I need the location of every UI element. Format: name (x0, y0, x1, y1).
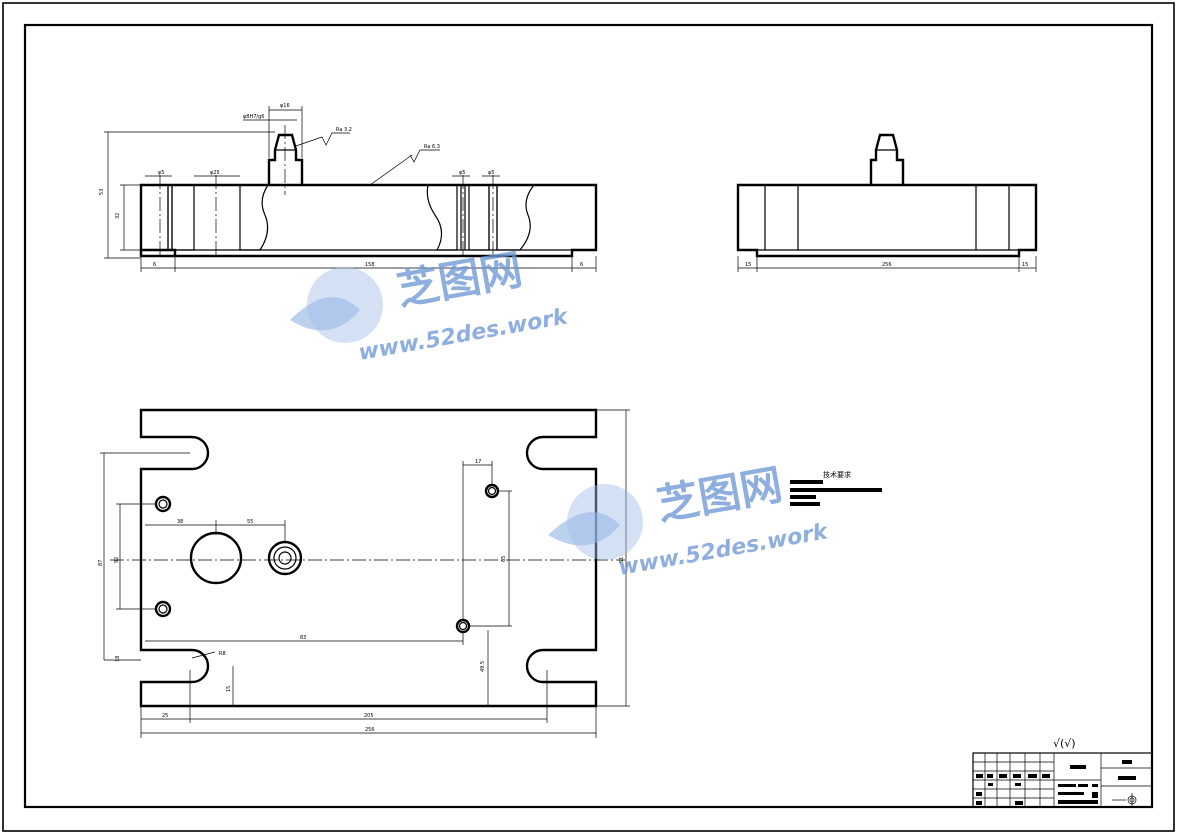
title-block: √(√) (972, 737, 1153, 808)
plan-dim-slot-depth: 15 (226, 686, 232, 692)
dim-hole-right-2: φ5 (488, 170, 494, 176)
plan-dim-a: 38 (177, 519, 183, 525)
dim-hole-small-left: φ5 (158, 170, 164, 176)
plan-dim-f: 49.5 (480, 661, 486, 672)
side-dim-width: 256 (882, 262, 892, 268)
watermark-brand-2: 芝图网 (653, 460, 786, 530)
roughness-symbol: √(√) (1053, 737, 1076, 750)
plan-dim-d: 17 (475, 459, 481, 465)
side-dim-right: 15 (1022, 262, 1028, 268)
dim-bottom-left: 6 (153, 262, 156, 268)
dim-hole-right-1: φ5 (459, 170, 465, 176)
dim-hole-large: φ25 (210, 170, 220, 176)
technical-notes: 技术要求 (790, 470, 882, 506)
plan-dim-height-inner: 92 (114, 557, 120, 563)
plan-dim-slot-span: 205 (364, 713, 374, 719)
dim-height-body: 32 (115, 213, 121, 219)
dim-bottom-right: 6 (580, 262, 583, 268)
roughness-pin: Ra 3.2 (336, 127, 352, 133)
plan-dim-width-total: 51 (619, 557, 625, 563)
roughness-top: Ra 6.3 (424, 144, 440, 150)
plan-dim-overall: 256 (365, 727, 375, 733)
side-dim-left: 15 (745, 262, 751, 268)
sheet-inner-border (23, 23, 1154, 809)
side-view: 15 256 15 (736, 133, 1038, 272)
watermark-url-1: www.52des.work (357, 304, 571, 366)
plan-dim-c: 83 (300, 635, 306, 641)
watermark-url-2: www.52des.work (617, 519, 831, 581)
plan-dim-left-edge: 25 (162, 713, 168, 719)
dim-height-total: 53 (99, 189, 105, 195)
plan-dim-height-outer: 87 (98, 560, 104, 566)
dim-pin-dia: φ16 (280, 103, 290, 109)
plan-dim-bottom-margin: 18 (115, 656, 121, 662)
notes-title: 技术要求 (823, 470, 851, 479)
front-view: 53 32 6 158 6 φ5 φ25 φ5 φ5 φ16 φ8H7/g6 R… (99, 103, 598, 272)
plan-view: 87 92 18 38 55 83 17 65 R8 15 49.5 51 (98, 408, 630, 738)
dim-pin-fit: φ8H7/g6 (243, 114, 264, 120)
plan-dim-b: 55 (247, 519, 253, 525)
plan-dim-e: 65 (501, 556, 507, 562)
watermark-2: 芝图网 www.52des.work (548, 460, 831, 581)
dim-length: 158 (365, 262, 375, 268)
plan-dim-slot-radius: R8 (219, 651, 226, 657)
watermark-1: 芝图网 www.52des.work (290, 245, 571, 366)
